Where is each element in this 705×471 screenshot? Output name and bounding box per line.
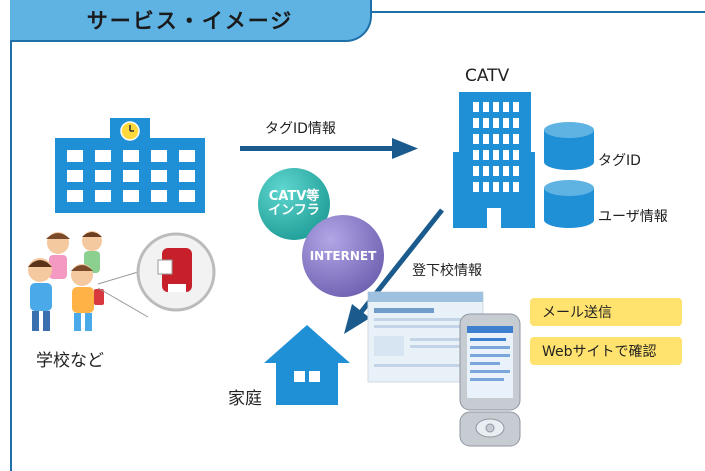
tag-info-arrow <box>240 138 418 159</box>
mobile-phone-illustration <box>459 313 521 447</box>
backpack-callout <box>97 232 216 318</box>
frame-top-border <box>370 11 705 13</box>
title-tab: サービス・イメージ <box>10 0 372 42</box>
user-info-database-icon <box>544 180 594 228</box>
mail-notification-label: メール送信 <box>542 305 612 321</box>
catv-label: CATV <box>465 66 510 86</box>
internet-sphere: INTERNET <box>302 215 384 297</box>
tag-id-database-icon <box>544 122 594 170</box>
children-illustration <box>28 231 104 331</box>
school-building-icon <box>55 118 205 213</box>
mail-notification-badge: メール送信 <box>530 298 682 326</box>
internet-label: INTERNET <box>309 248 377 263</box>
tag-info-label: タグID情報 <box>265 121 336 137</box>
home-label: 家庭 <box>228 389 262 409</box>
catv-infra-line1: CATV等 <box>268 189 320 205</box>
frame-left-border <box>10 11 12 471</box>
catv-building-icon <box>453 92 535 228</box>
web-confirm-label: Webサイトで確認 <box>542 344 657 360</box>
web-confirm-badge: Webサイトで確認 <box>530 337 682 365</box>
school-label: 学校など <box>36 351 104 371</box>
tag-id-label: タグID <box>598 153 641 169</box>
user-info-label: ユーザ情報 <box>598 209 668 225</box>
catv-infra-line2: インフラ <box>268 203 320 218</box>
attendance-label: 登下校情報 <box>412 263 482 279</box>
catv-infra-sphere: CATV等インフラ <box>258 168 330 240</box>
home-icon <box>264 325 350 405</box>
page-title: サービス・イメージ <box>86 9 294 33</box>
